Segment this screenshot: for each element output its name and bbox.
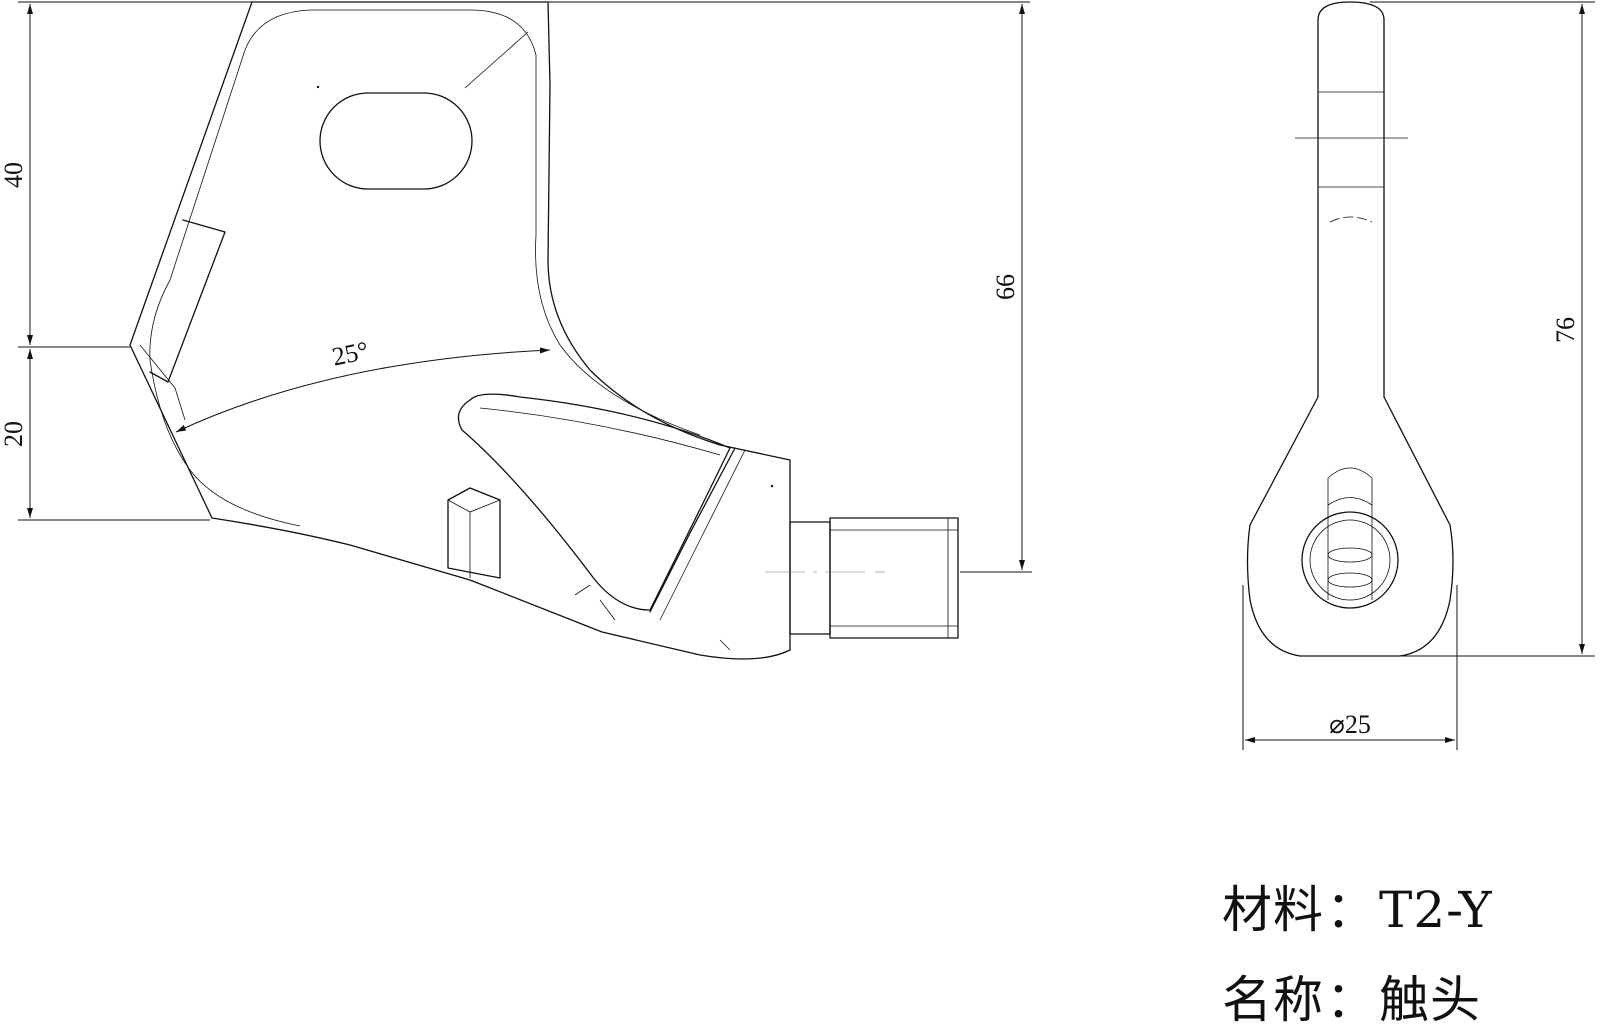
threaded-stud bbox=[765, 517, 959, 639]
rect-boss bbox=[447, 487, 501, 579]
leaf-cut bbox=[457, 393, 731, 611]
contact-face bbox=[649, 447, 736, 613]
front-body bbox=[1246, 396, 1454, 657]
dim-label-40: 40 bbox=[0, 162, 28, 188]
side-view-dimensions: 40 20 66 25° bbox=[0, 1, 1032, 573]
side-view bbox=[129, 1, 959, 660]
dim-label-66: 66 bbox=[991, 274, 1020, 300]
material-value: T2-Y bbox=[1379, 881, 1493, 939]
front-view-dimensions: 76 ⌀25 bbox=[1242, 1, 1595, 750]
material-note: 材料：T2-Y bbox=[1222, 870, 1493, 942]
dim-label-76: 76 bbox=[1551, 317, 1580, 343]
dim-label-20: 20 bbox=[0, 421, 28, 447]
side-view-outline bbox=[129, 1, 791, 660]
front-view bbox=[1246, 1, 1454, 657]
material-separator: ： bbox=[1326, 881, 1377, 939]
part-name-value: 触头 bbox=[1379, 971, 1481, 1029]
part-name-note: 名称：触头 bbox=[1222, 960, 1481, 1032]
dim-arc-25deg bbox=[175, 347, 551, 433]
side-view-inner-flange bbox=[149, 9, 701, 527]
side-notch bbox=[149, 219, 226, 383]
material-label: 材料 bbox=[1222, 881, 1324, 939]
mounting-slot bbox=[319, 92, 473, 190]
dim-label-diameter: ⌀25 bbox=[1329, 710, 1371, 739]
front-tab bbox=[1317, 1, 1385, 398]
part-name-separator: ： bbox=[1326, 971, 1377, 1029]
dim-label-25deg: 25° bbox=[329, 336, 371, 372]
front-bore-outer bbox=[1301, 511, 1399, 609]
part-name-label: 名称 bbox=[1222, 971, 1324, 1029]
